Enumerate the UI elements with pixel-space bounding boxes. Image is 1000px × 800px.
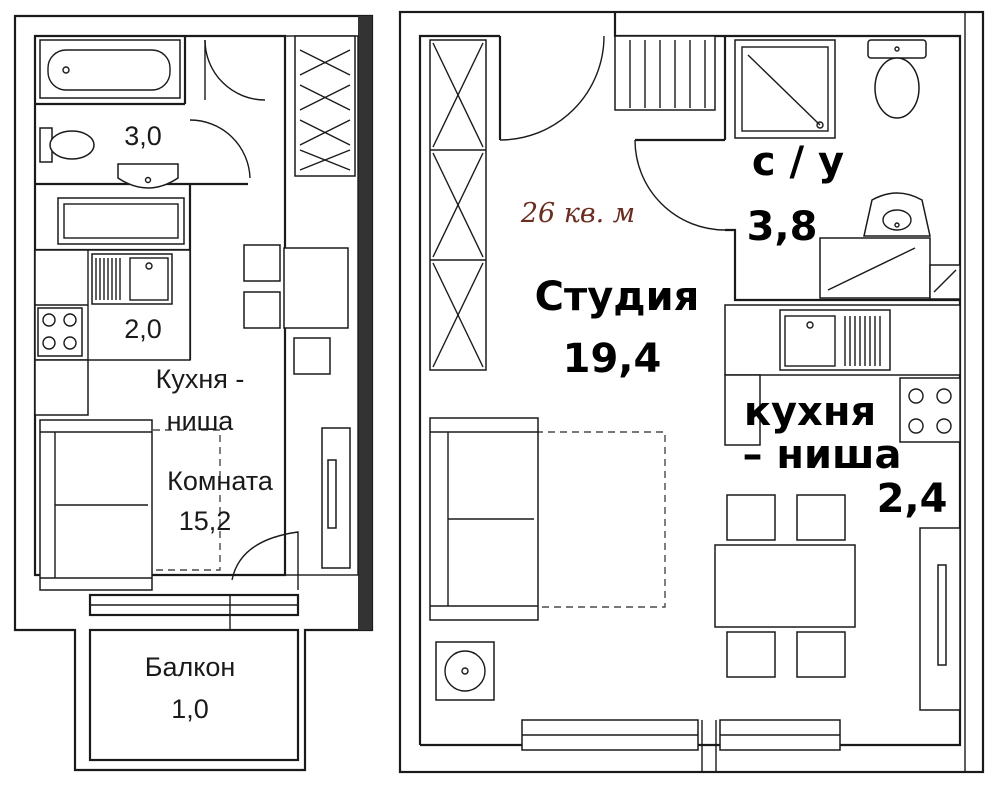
left-bath-sink [117,163,179,189]
right-entry-door-swing [499,35,605,141]
left-bathtub [39,39,181,99]
right-bath-label: с / у [752,139,844,185]
right-kitchen-label: кухня [744,389,876,435]
right-studio-area: 19,4 [563,336,662,382]
right-shower [734,39,836,139]
right-bath-sink [863,192,931,237]
floor-plan-right: 26 кв. м с / у 3,8 Студия 19,4 кухня – н… [398,10,985,774]
left-bath-counter [57,197,185,245]
left-tv-stand [321,427,351,569]
left-balcony [88,593,300,762]
right-bath-wall [725,228,960,302]
left-bath-counter [63,203,179,239]
left-dining-set [243,244,349,375]
right-washing-machine [819,237,961,300]
right-kitchen-counter [724,304,961,446]
left-door-swing [231,531,299,590]
left-kitchen-label-line2: ниша [167,406,235,436]
right-window [521,719,841,772]
right-sofa [429,417,666,621]
right-inner-wall [418,34,500,745]
left-wardrobe [294,35,356,177]
left-kitchen-label: Кухня - [156,364,245,394]
left-toilet [39,127,95,163]
left-kitchen-area: 2,0 [124,314,162,344]
left-balcony-area: 1,0 [171,694,209,724]
total-area-label: 26 кв. м [520,198,635,229]
left-bath-area: 3,0 [124,121,162,151]
left-room-area: 15,2 [179,506,232,536]
right-kitchen-label-line2: – ниша [742,432,901,478]
right-dining-set [714,494,856,678]
right-toilet [867,39,927,119]
right-kitchen-area: 2,4 [877,476,948,522]
left-door-swing [189,119,251,179]
left-balcony-label: Балкон [145,652,236,682]
right-fridge [919,527,961,711]
left-kitchen-counter [34,249,191,416]
right-bath-area: 3,8 [747,204,818,250]
floor-plan-left: 3,0 2,0 Кухня - ниша Комната 15,2 Балкон… [13,14,374,772]
right-hall-cabinet [614,35,716,111]
right-bath-door-swing [634,139,726,231]
left-room-label: Комната [167,466,274,496]
left-door-swing [204,39,266,101]
right-studio-label: Студия [535,274,700,320]
right-floor-unit [435,641,495,701]
left-facade-wall [358,16,372,630]
right-wardrobe [429,39,487,371]
left-sofa [39,419,221,591]
right-outer-wall [398,10,985,774]
